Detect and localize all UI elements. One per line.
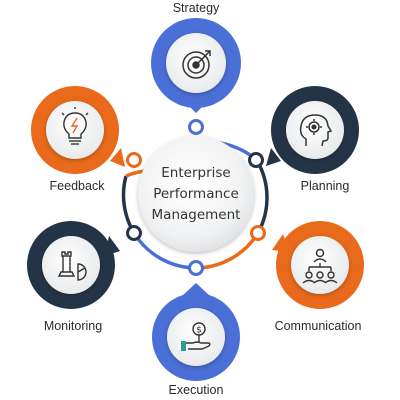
chess-chart-icon bbox=[57, 251, 87, 281]
hub-title-line-1: Enterprise bbox=[161, 165, 230, 181]
ring-dot-strategy bbox=[188, 119, 204, 135]
step-feedback: Feedback bbox=[31, 86, 125, 193]
step-planning: Planning bbox=[266, 86, 359, 193]
money-hand-icon: $ bbox=[181, 322, 211, 351]
hub-disc bbox=[138, 136, 254, 252]
hub: Enterprise Performance Management bbox=[138, 136, 254, 252]
step-communication: Communication bbox=[272, 221, 364, 333]
ring-dot-communication bbox=[250, 225, 266, 241]
step-execution-label: Execution bbox=[169, 383, 224, 397]
ring-arc-navy bbox=[255, 159, 269, 234]
ring-dot-planning bbox=[248, 152, 264, 168]
head-gear-icon bbox=[299, 114, 333, 147]
target-icon bbox=[182, 50, 211, 79]
step-planning-pointer bbox=[266, 148, 281, 166]
step-feedback-pointer bbox=[110, 148, 125, 167]
step-strategy: Strategy bbox=[151, 1, 241, 113]
team-meeting-icon bbox=[302, 248, 338, 284]
step-strategy-pointer bbox=[181, 98, 211, 113]
step-execution-icon-disc bbox=[167, 308, 225, 366]
step-communication-pointer bbox=[272, 234, 289, 252]
ring-dot-feedback bbox=[126, 152, 142, 168]
hub-title-line-3: Management bbox=[152, 207, 241, 223]
ring-dots bbox=[126, 119, 266, 276]
step-feedback-label: Feedback bbox=[50, 179, 106, 193]
step-planning-label: Planning bbox=[301, 179, 350, 193]
ring-dot-execution bbox=[188, 260, 204, 276]
lightbulb-icon bbox=[61, 107, 89, 145]
step-monitoring-label: Monitoring bbox=[44, 319, 102, 333]
ring-dot-monitoring bbox=[126, 225, 142, 241]
step-execution-pointer bbox=[182, 283, 210, 296]
step-communication-label: Communication bbox=[275, 319, 362, 333]
ring-arc-navy-left bbox=[121, 175, 136, 234]
step-monitoring-icon-disc bbox=[42, 236, 100, 294]
step-monitoring-pointer bbox=[105, 236, 120, 256]
step-strategy-label: Strategy bbox=[173, 1, 220, 15]
hub-title-line-2: Performance bbox=[153, 186, 239, 202]
svg-text:$: $ bbox=[196, 326, 202, 336]
step-planning-icon-disc bbox=[286, 101, 344, 159]
step-execution: $ Execution bbox=[152, 283, 240, 397]
step-monitoring: Monitoring bbox=[27, 221, 120, 333]
